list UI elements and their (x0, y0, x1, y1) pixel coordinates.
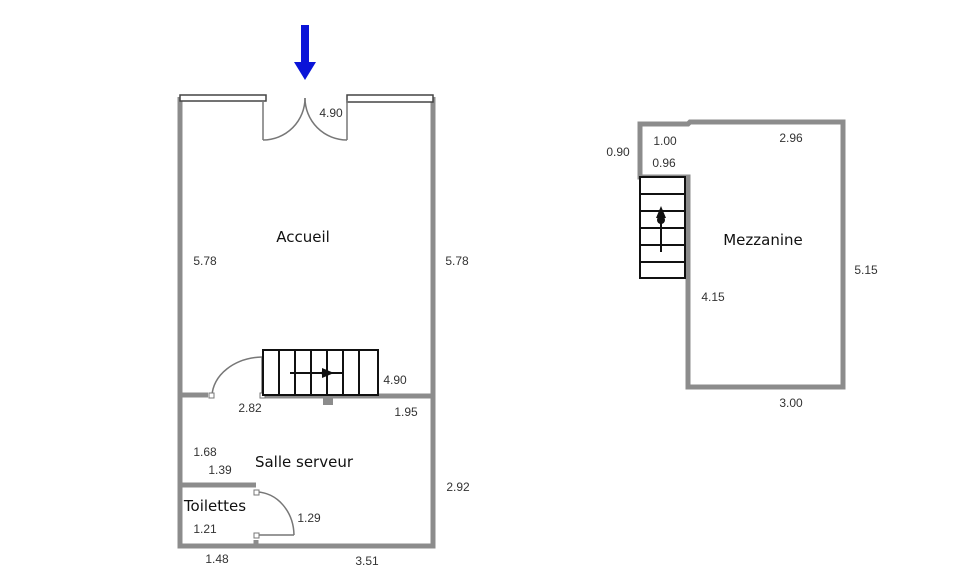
dimension-entrance-width: 4.90 (319, 106, 343, 120)
door-accueil-server (208, 356, 266, 399)
entrance-double-door (262, 97, 348, 141)
dimension-stairs-width: 4.90 (383, 373, 407, 387)
window-right (346, 94, 434, 103)
room-label-accueil: Accueil (276, 228, 330, 246)
dimension-partition-right: 1.95 (394, 405, 418, 419)
dimension-toilet-left: 1.21 (193, 522, 217, 536)
dimension-mezz-bottom: 3.00 (779, 396, 803, 410)
window-left (179, 94, 267, 102)
entrance-arrow-icon (294, 25, 316, 80)
dimension-accueil-right: 5.78 (445, 254, 469, 268)
dimension-mezz-right: 5.15 (854, 263, 878, 277)
room-label-salle-serveur: Salle serveur (255, 453, 354, 471)
room-label-mezzanine: Mezzanine (723, 231, 803, 249)
dimension-toilet-bottom: 1.48 (205, 552, 229, 566)
dimension-toilet-door: 1.29 (297, 511, 321, 525)
dimension-toilet-wall: 1.39 (208, 463, 232, 477)
dimension-mezz-top: 2.96 (779, 131, 803, 145)
dimension-mezz-left: 4.15 (701, 290, 725, 304)
stairs-ground-floor (262, 349, 379, 396)
dimension-server-right: 2.92 (446, 480, 470, 494)
room-label-toilettes: Toilettes (183, 497, 246, 515)
dimension-mezz-stair-inner: 0.96 (652, 156, 676, 170)
dimension-server-bottom: 3.51 (355, 554, 379, 568)
dimension-server-left: 1.68 (193, 445, 217, 459)
stairs-mezzanine (639, 176, 686, 279)
dimension-mezz-stair-top: 1.00 (653, 134, 677, 148)
dimension-mezz-stair-left: 0.90 (606, 145, 630, 159)
dimension-door-accueil: 2.82 (238, 401, 262, 415)
ground-floor-walls (177, 97, 436, 549)
dimension-accueil-left: 5.78 (193, 254, 217, 268)
door-toilet (253, 489, 295, 539)
